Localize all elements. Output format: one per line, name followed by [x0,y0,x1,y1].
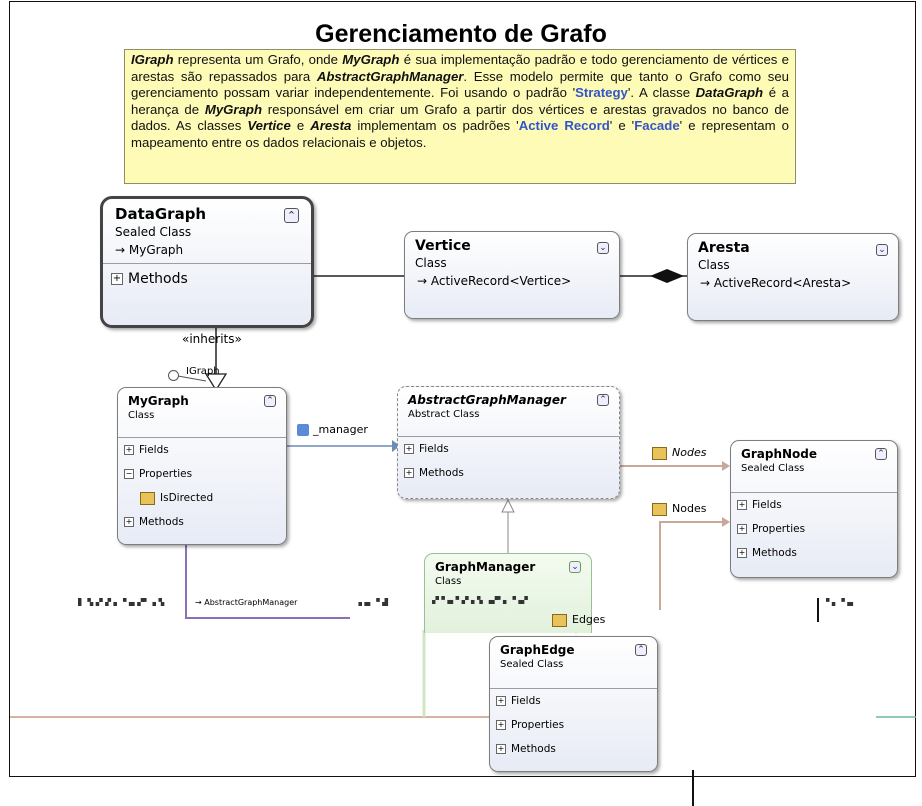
class-graphedge[interactable]: GraphEdge Sealed Class ⌃ +Fields +Proper… [489,636,658,772]
expand-icon[interactable]: + [737,524,747,534]
class-name: GraphNode [741,447,818,461]
expand-icon[interactable]: + [111,273,123,285]
section-properties[interactable]: +Properties [737,523,806,535]
section-fields[interactable]: +Fields [404,443,449,455]
class-parent: → ActiveRecord<Vertice> [417,274,572,288]
class-graphmanager[interactable]: GraphManager Class ⌄ [424,553,592,633]
nodes-italic-label: Nodes [652,446,706,460]
class-name: AbstractGraphManager [408,393,566,407]
class-type: Abstract Class [408,409,480,420]
expand-icon[interactable]: + [404,468,414,478]
collapse-toggle-icon[interactable]: ⌃ [264,395,276,407]
note-text: ' e ' [609,118,635,134]
expand-icon[interactable]: + [124,445,134,455]
section-methods[interactable]: +Methods [111,271,188,287]
class-type: Class [698,258,730,272]
class-reference: IGraph [131,52,174,67]
pattern-name: Strategy [575,85,628,101]
render-artifact: ▗▗▖▝▗▌ [355,598,392,606]
class-aresta[interactable]: Aresta Class → ActiveRecord<Aresta> ⌄ [687,233,899,321]
note-text: e [290,118,311,134]
class-abstractgraphmanager[interactable]: AbstractGraphManager Abstract Class ⌃ +F… [397,386,620,499]
nodes-label: Nodes [652,502,706,516]
render-artifact: ▘▖▝▗▖ [826,598,857,606]
class-type: Sealed Class [500,659,564,670]
description-note: IGraph representa um Grafo, onde MyGraph… [124,49,796,184]
note-text: '. A classe [627,85,696,101]
interface-lollipop-icon [168,370,179,381]
class-type: Sealed Class [741,463,805,474]
class-name: MyGraph [128,394,189,408]
section-methods[interactable]: +Methods [124,516,184,528]
collapse-toggle-icon[interactable]: ⌃ [635,644,647,656]
expand-toggle-icon[interactable]: ⌄ [876,244,888,256]
class-reference: Aresta [310,118,352,134]
note-text: representa um Grafo, onde [173,52,343,67]
render-artifact: ▌▝▖▞▗▘▖▝▗▖▞▘▗▝▖ [78,598,168,606]
class-name: Aresta [698,240,750,256]
note-text: responsável em criar um Grafo a partir d… [131,101,789,134]
section-methods[interactable]: +Methods [496,743,556,755]
expand-icon[interactable]: + [124,517,134,527]
class-datagraph[interactable]: DataGraph Sealed Class → MyGraph ⌃ +Meth… [100,196,314,328]
expand-icon[interactable]: + [737,500,747,510]
inherits-label: «inherits» [182,332,242,346]
section-methods[interactable]: +Methods [737,547,797,559]
section-fields[interactable]: +Fields [737,499,782,511]
expand-toggle-icon[interactable]: ⌄ [597,242,609,254]
class-graphnode[interactable]: GraphNode Sealed Class ⌃ +Fields +Proper… [730,440,898,578]
class-type: Class [415,256,447,270]
section-properties[interactable]: −Properties [124,468,193,480]
class-type: Class [435,576,462,587]
class-reference: AbstractGraphManager [316,68,464,84]
render-artifact: ▞▝▗▖▘▞▗▝▖▗▞▘▖▝▗▞ [432,596,528,604]
expand-icon[interactable]: + [496,744,506,754]
section-fields[interactable]: +Fields [124,444,169,456]
class-vertice[interactable]: Vertice Class → ActiveRecord<Vertice> ⌄ [404,231,620,319]
class-name: GraphEdge [500,643,575,657]
expand-icon[interactable]: + [496,720,506,730]
property-icon [140,491,155,505]
field-icon [297,424,309,436]
class-name: DataGraph [115,205,207,223]
collapse-icon[interactable]: − [124,469,134,479]
section-fields[interactable]: +Fields [496,695,541,707]
class-type: Class [128,410,155,421]
property-item[interactable]: IsDirected [118,486,286,510]
note-text: . Esse modelo permite que tanto o Grafo … [131,68,789,101]
class-reference: MyGraph [204,101,263,117]
abstract-ref-label: → AbstractGraphManager [195,598,298,607]
class-reference: Vertice [247,118,291,134]
diagram-title: Gerenciamento de Grafo [315,20,607,48]
collapse-toggle-icon[interactable]: ⌃ [875,448,887,460]
class-name: GraphManager [435,560,536,574]
note-text: é a herança de [131,85,789,117]
collapse-toggle-icon[interactable]: ⌃ [284,208,299,223]
note-text: implementam os padrões ' [351,118,519,134]
manager-label: _manager [297,423,368,436]
section-properties[interactable]: +Properties [496,719,565,731]
pattern-name: Active Record [518,118,610,134]
note-text: é sua implementação padrão e todo gerenc… [131,52,790,84]
edges-label: Edges [552,613,605,627]
property-icon [652,502,667,516]
class-parent: → MyGraph [115,243,184,257]
expand-toggle-icon[interactable]: ⌄ [569,561,581,573]
note-text: ' e representam o mapeamento entre os da… [131,118,789,150]
expand-icon[interactable]: + [737,548,747,558]
class-type: Sealed Class [115,225,192,239]
section-methods[interactable]: +Methods [404,467,464,479]
collapse-toggle-icon[interactable]: ⌃ [597,394,609,406]
interface-label: IGraph [186,366,220,377]
class-parent: → ActiveRecord<Aresta> [700,276,852,290]
expand-icon[interactable]: + [496,696,506,706]
class-mygraph[interactable]: MyGraph Class ⌃ +Fields −Properties IsDi… [117,387,287,545]
class-name: Vertice [415,238,471,254]
property-icon [552,613,567,627]
pattern-name: Facade [634,118,680,134]
class-reference: MyGraph [342,52,400,67]
class-reference: DataGraph [695,85,764,101]
property-icon [652,446,667,460]
expand-icon[interactable]: + [404,444,414,454]
